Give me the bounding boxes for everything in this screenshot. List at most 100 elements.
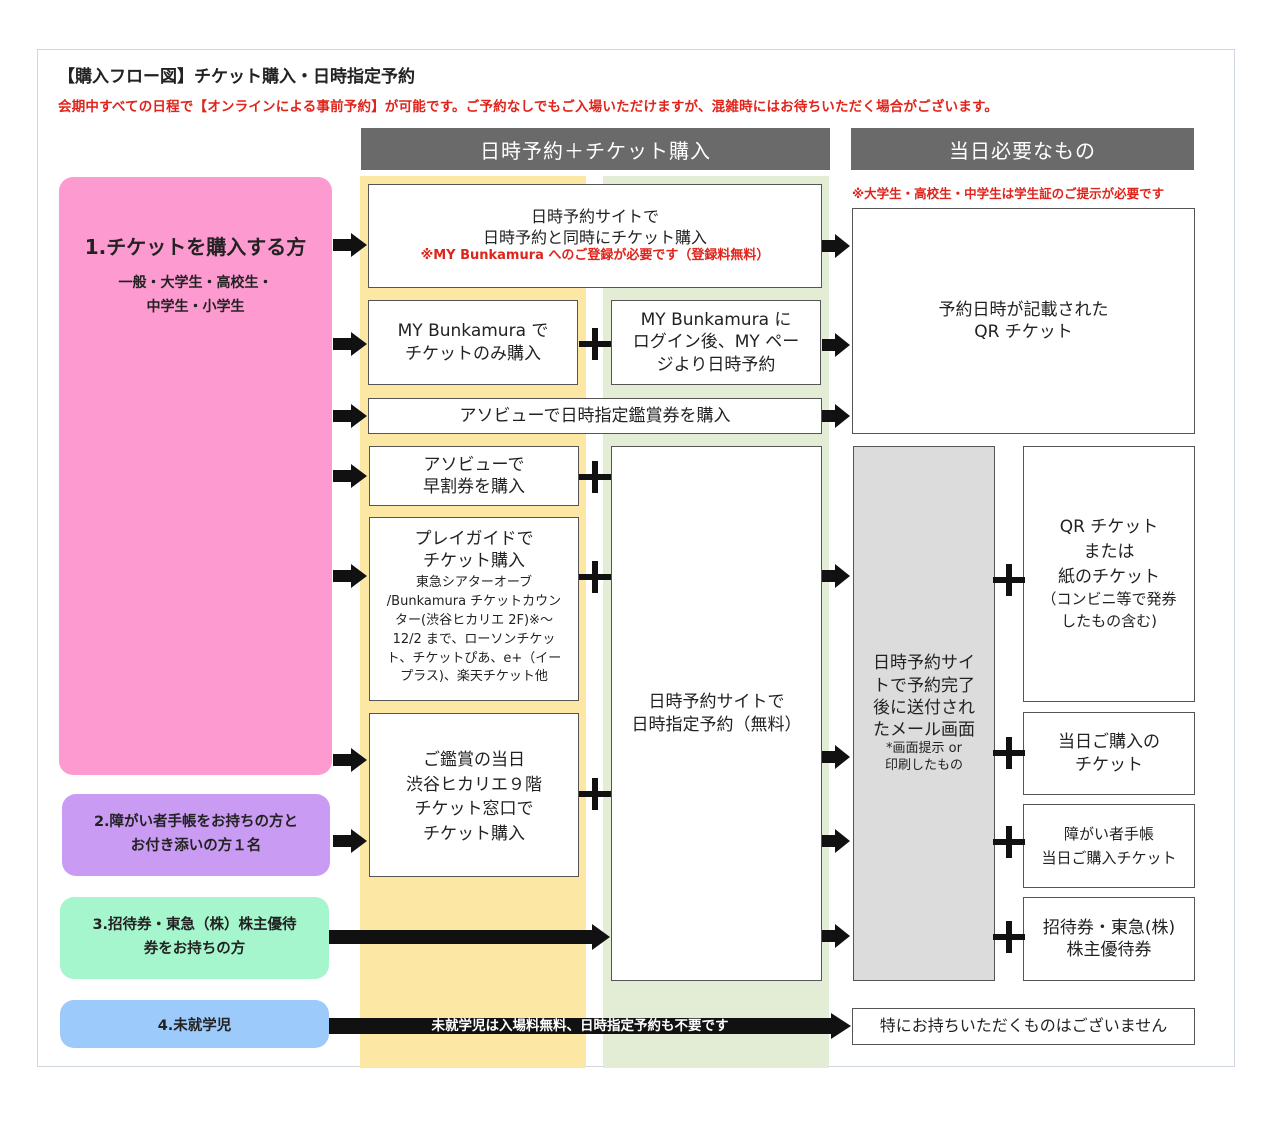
playguide-detail-line: ター(渋谷ヒカリエ 2F)※～ xyxy=(395,612,553,628)
playguide-detail-line: /Bunkamura チケットカウン xyxy=(386,594,562,610)
group1-title: 1.チケットを購入する方 xyxy=(84,235,307,259)
box-text: 日時予約サイトで xyxy=(648,692,785,713)
box-same-day-counter: ご鑑賞の当日 渋谷ヒカリエ９階 チケット窓口で チケット購入 xyxy=(369,713,579,877)
arrow-right-icon xyxy=(333,748,367,772)
box-text: たメール画面 xyxy=(873,719,975,740)
box-subtext: *画面提示 or xyxy=(886,740,962,756)
group-ticket-buyers: 1.チケットを購入する方 一般・大学生・高校生・ 中学生・小学生 xyxy=(59,177,332,775)
box-text: チケット購入 xyxy=(423,823,525,844)
box-asoview-dated: アソビューで日時指定鑑賞券を購入 xyxy=(368,398,822,434)
box-text: トで予約完了 xyxy=(873,675,975,696)
box-text: 早割券を購入 xyxy=(423,477,525,497)
box-date-reservation: 日時予約サイトで 日時指定予約（無料） xyxy=(611,446,822,981)
box-text: 紙のチケット xyxy=(1058,566,1160,587)
diagram-subtitle: 会期中すべての日程で【オンラインによる事前予約】が可能です。ご予約なしでもご入場… xyxy=(58,99,999,115)
box-text: 障がい者手帳 xyxy=(1063,825,1154,843)
box-text: アソビューで日時指定鑑賞券を購入 xyxy=(459,405,731,426)
box-text: MY Bunkamura に xyxy=(640,310,792,331)
plus-icon xyxy=(993,564,1025,596)
box-text: チケットのみ購入 xyxy=(405,343,541,364)
plus-icon xyxy=(579,561,611,593)
playguide-detail-line: 東急シアターオーブ xyxy=(415,575,533,591)
box-text: QR チケット xyxy=(1059,517,1159,538)
arrow-right-icon xyxy=(822,234,850,258)
box-asoview-early: アソビューで 早割券を購入 xyxy=(369,446,579,506)
box-text: 後に送付され xyxy=(873,697,975,718)
group3-line: 券をお持ちの方 xyxy=(143,941,246,957)
group-preschool: 4.未就学児 xyxy=(60,1000,329,1048)
box-text: （コンビニ等で発券 xyxy=(1041,590,1177,609)
plus-icon xyxy=(579,328,611,360)
arrow-right-icon xyxy=(822,404,850,428)
box-text: 株主優待券 xyxy=(1066,940,1152,960)
box-text: 当日ご購入チケット xyxy=(1041,849,1177,867)
box-text: ご鑑賞の当日 xyxy=(423,750,525,770)
box-text: 日時予約と同時にチケット購入 xyxy=(482,227,707,247)
box-subtext: 印刷したもの xyxy=(884,757,963,773)
box-text: 特にお持ちいただくものはございません xyxy=(879,1016,1168,1036)
plus-icon xyxy=(993,737,1025,769)
box-same-day-ticket: 当日ご購入の チケット xyxy=(1023,712,1195,795)
preschool-arrow: 未就学児は入場料無料、日時指定予約も不要です xyxy=(329,1013,851,1039)
group-invitation: 3.招待券・東急（株）株主優待 券をお持ちの方 xyxy=(60,897,329,979)
box-invitation-ticket: 招待券・東急(株) 株主優待券 xyxy=(1023,897,1195,981)
box-text: 当日ご購入の xyxy=(1058,732,1160,753)
box-disability-ticket: 障がい者手帳 当日ご購入チケット xyxy=(1023,804,1195,888)
arrow-right-icon xyxy=(822,924,850,948)
box-text: チケット窓口で xyxy=(414,799,534,820)
group4-label: 4.未就学児 xyxy=(157,1017,232,1034)
box-text: 日時指定予約（無料） xyxy=(631,714,802,735)
arrow-right-icon xyxy=(333,829,367,853)
box-playguide: プレイガイドで チケット購入 東急シアターオーブ /Bunkamura チケット… xyxy=(369,517,579,701)
box-reservation-site-purchase: 日時予約サイトで 日時予約と同時にチケット購入 ※MY Bunkamura への… xyxy=(368,184,822,288)
group1-subtitle: 一般・大学生・高校生・ 中学生・小学生 xyxy=(119,272,273,320)
arrow-right-icon xyxy=(822,333,850,357)
box-text: プレイガイドで xyxy=(414,529,534,549)
group-disability: 2.障がい者手帳をお持ちの方と お付き添いの方１名 xyxy=(62,794,330,876)
arrow-right-icon xyxy=(333,464,367,488)
playguide-detail-line: プラス)、楽天チケット他 xyxy=(400,669,548,685)
box-text: ジより日時予約 xyxy=(656,354,776,375)
arrow-right-icon xyxy=(822,564,850,588)
group1-sub-line: 中学生・小学生 xyxy=(146,298,245,315)
arrow-right-icon xyxy=(333,564,367,588)
box-text: QR チケット xyxy=(974,322,1073,343)
box-text: または xyxy=(1083,541,1135,562)
long-arrow-right-icon xyxy=(329,924,610,950)
box-text: アソビューで xyxy=(423,454,525,475)
registration-note: ※MY Bunkamura へのご登録が必要です（登録料無料） xyxy=(420,248,770,264)
group3-line: 3.招待券・東急（株）株主優待 xyxy=(92,917,297,934)
box-qr-or-paper-ticket: QR チケット または 紙のチケット （コンビニ等で発券 したもの含む) xyxy=(1023,446,1195,702)
student-id-note: ※大学生・高校生・中学生は学生証のご提示が必要です xyxy=(852,186,1165,201)
plus-icon xyxy=(993,921,1025,953)
group2-line: 2.障がい者手帳をお持ちの方と xyxy=(93,814,299,831)
box-text: チケット購入 xyxy=(423,551,525,572)
arrow-right-icon xyxy=(822,829,850,853)
playguide-detail-line: 12/2 まで、ローソンチケッ xyxy=(392,631,556,647)
plus-icon xyxy=(579,778,611,810)
box-text: 日時予約サイ xyxy=(873,653,975,674)
box-text: したもの含む) xyxy=(1061,611,1157,630)
box-my-bunkamura-ticket: MY Bunkamura で チケットのみ購入 xyxy=(368,300,578,385)
box-nothing-needed: 特にお持ちいただくものはございません xyxy=(852,1008,1195,1045)
group1-sub-line: 一般・大学生・高校生・ xyxy=(118,275,273,291)
arrow-right-icon xyxy=(822,745,850,769)
diagram-title: 【購入フロー図】チケット購入・日時指定予約 xyxy=(58,67,415,87)
box-qr-ticket-with-date: 予約日時が記載された QR チケット xyxy=(852,208,1195,434)
box-text: チケット xyxy=(1075,754,1143,775)
header-needed: 当日必要なもの xyxy=(851,128,1194,170)
group2-line: お付き添いの方１名 xyxy=(130,838,262,854)
box-text: 予約日時が記載された xyxy=(938,300,1109,320)
plus-icon xyxy=(993,826,1025,858)
preschool-arrow-label: 未就学児は入場料無料、日時指定予約も不要です xyxy=(431,1018,729,1034)
playguide-detail-line: ト、チケットぴあ、e+（イー xyxy=(386,650,562,666)
box-text: 渋谷ヒカリエ９階 xyxy=(406,774,542,795)
box-text: 日時予約サイトで xyxy=(530,206,659,226)
arrow-right-icon xyxy=(333,332,367,356)
plus-icon xyxy=(579,461,611,493)
playguide-detail: 東急シアターオーブ /Bunkamura チケットカウン ター(渋谷ヒカリエ 2… xyxy=(387,574,562,687)
header-purchase: 日時予約＋チケット購入 xyxy=(361,128,830,170)
box-confirmation-email: 日時予約サイ トで予約完了 後に送付され たメール画面 *画面提示 or 印刷し… xyxy=(853,446,995,981)
arrow-right-icon xyxy=(333,404,367,428)
arrow-right-icon xyxy=(333,233,367,257)
